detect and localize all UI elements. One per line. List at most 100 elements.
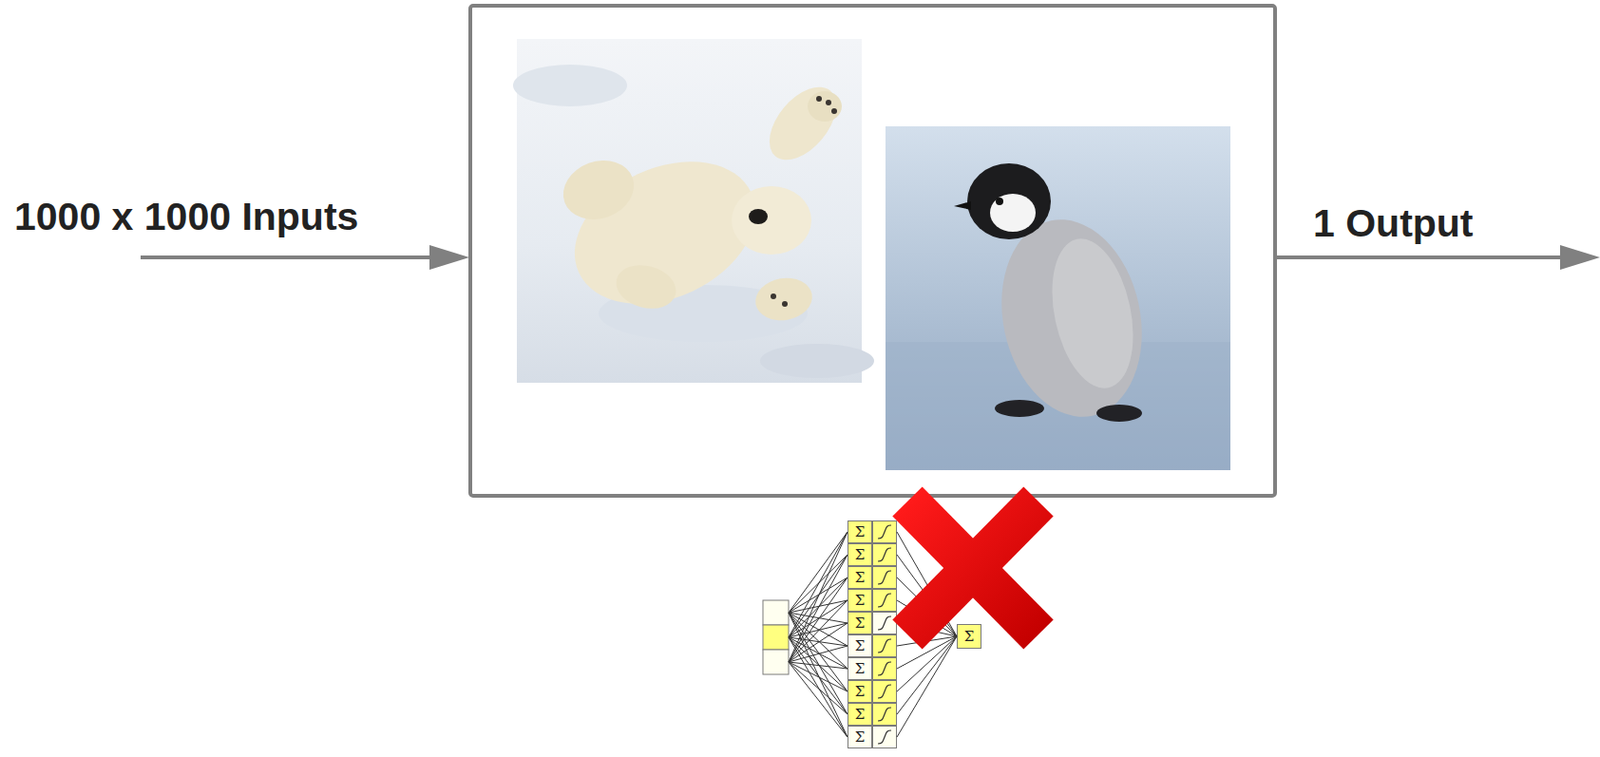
image-frame [470, 5, 1276, 496]
bear-paw [752, 273, 817, 325]
sum-symbol: Σ [855, 730, 866, 745]
sum-symbol: Σ [855, 707, 866, 723]
activation-cell [872, 520, 897, 544]
sum-cell: Σ [847, 611, 873, 635]
sum-symbol: Σ [855, 685, 866, 700]
sum-cell: Σ [847, 520, 873, 544]
sigmoid-symbol [877, 548, 892, 562]
activation-cell [872, 725, 897, 749]
activation-cell-fill [873, 681, 897, 704]
activation-cell [872, 611, 897, 635]
input-cell [762, 600, 789, 626]
red-cross-bar [907, 501, 1039, 635]
activation-cell-fill [873, 590, 897, 612]
sum-symbol: Σ [855, 639, 866, 654]
activation-cell-fill [873, 658, 897, 681]
penguin-eye [995, 197, 1004, 206]
penguin-beak [953, 201, 972, 210]
output-arrow-shaft [1276, 255, 1564, 260]
activation-cell [872, 657, 897, 681]
penguin-body [984, 206, 1161, 430]
sum-symbol: Σ [855, 525, 866, 540]
bear-claw [816, 95, 822, 102]
bear-claw [825, 99, 832, 106]
weight-connection [896, 636, 957, 738]
sigmoid-symbol [877, 525, 892, 539]
sum-cell: Σ [847, 566, 873, 590]
weight-connection [896, 636, 957, 647]
hidden-unit: Σ [847, 634, 897, 658]
hidden-unit: Σ [847, 725, 897, 749]
activation-cell-fill [873, 567, 897, 590]
sum-symbol: Σ [855, 593, 866, 609]
weight-connection [896, 600, 957, 637]
penguin-foot [994, 400, 1045, 418]
output-unit: Σ [956, 624, 982, 649]
sigmoid-symbol [877, 616, 892, 630]
bear-paw [807, 91, 842, 122]
activation-cell [872, 589, 897, 612]
bear-paw [610, 258, 681, 315]
bear-claw [781, 301, 788, 307]
penguin-head [967, 163, 1051, 240]
sum-cell: Σ [847, 543, 873, 567]
io-label: 1000 x 1000 Inputs [14, 194, 359, 240]
weight-connection [896, 554, 957, 637]
sum-symbol: Σ [964, 629, 975, 645]
red-cross-bar [907, 501, 1039, 635]
input-cell [762, 649, 789, 675]
io-label: 1 Output [1313, 201, 1474, 247]
sum-cell: Σ [847, 657, 873, 681]
hidden-unit: Σ [847, 566, 897, 590]
hidden-unit: Σ [847, 611, 897, 635]
snow-shadow [513, 64, 628, 107]
sum-cell: Σ [847, 703, 873, 726]
activation-cell [872, 634, 897, 658]
sigmoid-symbol [877, 571, 892, 585]
activation-cell-fill [873, 726, 897, 749]
weight-connection [896, 636, 957, 715]
activation-cell [872, 703, 897, 726]
penguin-body-highlight [1039, 230, 1146, 396]
sigmoid-symbol [877, 662, 892, 676]
penguin-face [990, 193, 1036, 232]
activation-cell-fill [873, 704, 897, 726]
sigmoid-symbol [877, 639, 892, 653]
sum-cell: Σ [847, 680, 873, 704]
sum-symbol: Σ [855, 571, 866, 586]
bear-hind-leg [554, 151, 643, 229]
bear-front-leg [756, 75, 850, 172]
sum-cell: Σ [847, 725, 873, 749]
activation-cell [872, 680, 897, 704]
bear-claw [770, 293, 777, 300]
sum-symbol: Σ [855, 662, 866, 677]
activation-cell-fill [873, 612, 897, 635]
input-arrow-head [429, 245, 470, 270]
activation-cell-fill [873, 635, 897, 658]
hidden-unit: Σ [847, 703, 897, 726]
hidden-unit: Σ [847, 657, 897, 681]
sigmoid-symbol [877, 593, 892, 608]
weight-connection [896, 636, 957, 692]
penguin-foot [1096, 404, 1143, 422]
weight-connection [896, 623, 957, 637]
hidden-unit: Σ [847, 589, 897, 612]
activation-cell-fill [873, 544, 897, 567]
sigmoid-symbol [877, 707, 892, 722]
penguin-photo-background [885, 126, 1231, 471]
activation-cell [872, 543, 897, 567]
weight-connection [896, 636, 957, 669]
weight-connection [896, 532, 957, 637]
activation-cell-fill [873, 521, 897, 544]
bear-nose [748, 209, 768, 225]
output-arrow-head [1560, 245, 1600, 270]
sum-symbol: Σ [855, 548, 866, 563]
sum-symbol: Σ [855, 616, 866, 631]
bear-head [731, 186, 812, 255]
sum-cell: Σ [956, 624, 982, 649]
input-arrow-shaft [140, 255, 434, 260]
weight-connection [896, 577, 957, 637]
input-cell [762, 625, 789, 650]
